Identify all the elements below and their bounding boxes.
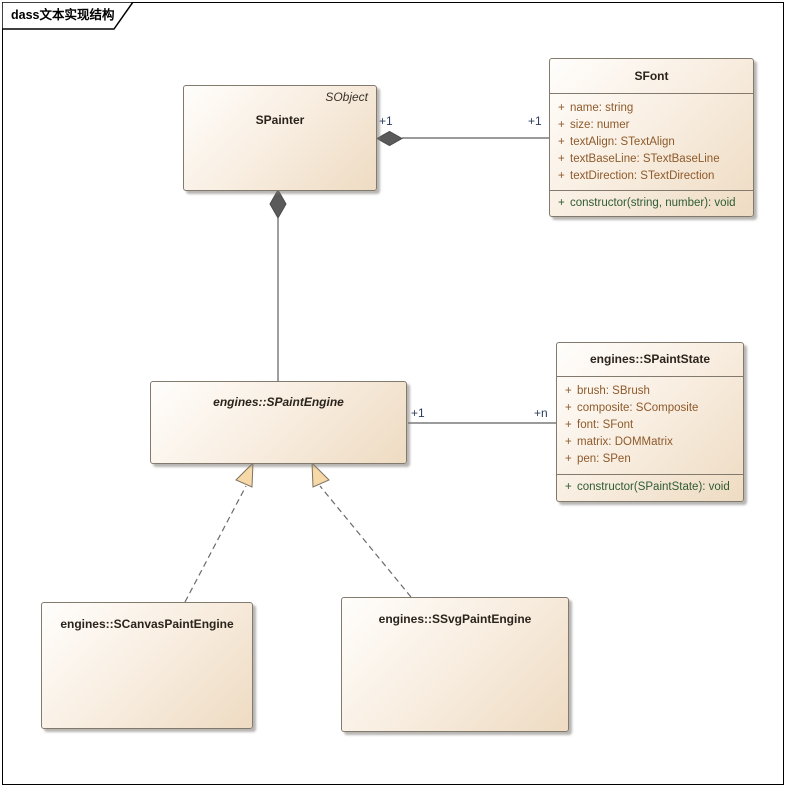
- multiplicity-label: +1: [379, 114, 393, 128]
- composition-connector-spainter-sfont[interactable]: +1 +1: [375, 114, 549, 147]
- class-ssvgpaintengine[interactable]: engines::SSvgPaintEngine: [341, 597, 569, 732]
- class-title: engines::SPaintEngine: [213, 395, 344, 409]
- attribute-row: + textDirection: STextDirection: [550, 168, 753, 185]
- class-spaintengine[interactable]: engines::SPaintEngine: [150, 381, 407, 464]
- attribute-row: + composite: SComposite: [557, 400, 743, 417]
- visibility-marker: +: [565, 453, 572, 465]
- realization-connector-scanvaspaintengine[interactable]: [184, 461, 254, 603]
- realization-connector-ssvgpaintengine[interactable]: [311, 461, 412, 598]
- attribute-text: brush: SBrush: [577, 385, 650, 397]
- attribute-row: + pen: SPen: [557, 451, 743, 468]
- visibility-marker: +: [558, 119, 565, 131]
- attribute-row: + name: string: [550, 100, 753, 117]
- attribute-text: name: string: [570, 102, 634, 114]
- composition-connector-spainter-spaintengine[interactable]: [269, 188, 287, 381]
- attribute-row: + font: SFont: [557, 417, 743, 434]
- attribute-text: textBaseLine: STextBaseLine: [570, 153, 720, 165]
- operations-compartment: + constructor(SPaintState): void: [557, 474, 743, 496]
- operations-compartment: + constructor(string, number): void: [550, 190, 753, 212]
- attribute-text: textDirection: STextDirection: [570, 170, 715, 182]
- attribute-text: textAlign: STextAlign: [570, 136, 675, 148]
- composition-diamond-icon: [375, 130, 404, 147]
- attributes-compartment: + brush: SBrush + composite: SComposite …: [557, 376, 743, 474]
- class-title: engines::SPaintState: [589, 352, 711, 366]
- class-title: SPainter: [255, 113, 305, 127]
- attribute-row: + textAlign: STextAlign: [550, 134, 753, 151]
- visibility-marker: +: [558, 170, 565, 182]
- visibility-marker: +: [565, 419, 572, 431]
- attributes-compartment: + name: string + size: numer + textAlign…: [550, 93, 753, 190]
- diagram-title-tab: dass文本实现结构: [1, 1, 142, 32]
- composition-diamond-icon: [269, 188, 287, 220]
- attribute-text: size: numer: [570, 119, 630, 131]
- class-spaintstate[interactable]: engines::SPaintState + brush: SBrush + c…: [556, 342, 744, 502]
- diagram-title: dass文本实现结构: [11, 8, 115, 22]
- attribute-row: + brush: SBrush: [557, 383, 743, 400]
- multiplicity-label: +n: [534, 406, 548, 420]
- association-connector-spaintengine-spaintstate[interactable]: +1 +n: [408, 406, 556, 424]
- operation-row: + constructor(string, number): void: [550, 195, 753, 212]
- class-title: SFont: [634, 69, 669, 83]
- visibility-marker: +: [558, 153, 565, 165]
- tab-shape: [1, 1, 135, 30]
- visibility-marker: +: [565, 481, 572, 493]
- attribute-row: + size: numer: [550, 117, 753, 134]
- generalization-triangle-icon: [311, 461, 330, 488]
- class-title: engines::SSvgPaintEngine: [378, 612, 532, 626]
- operation-text: constructor(SPaintState): void: [577, 481, 730, 493]
- visibility-marker: +: [558, 102, 565, 114]
- parent-class-label: SObject: [325, 90, 368, 104]
- attribute-row: + matrix: DOMMatrix: [557, 434, 743, 451]
- visibility-marker: +: [558, 197, 565, 209]
- class-title: engines::SCanvasPaintEngine: [60, 617, 234, 631]
- visibility-marker: +: [565, 436, 572, 448]
- visibility-marker: +: [565, 385, 572, 397]
- operation-row: + constructor(SPaintState): void: [557, 479, 743, 496]
- class-sfont[interactable]: SFont + name: string + size: numer + tex…: [549, 58, 754, 217]
- operation-text: constructor(string, number): void: [570, 197, 736, 209]
- class-scanvaspaintengine[interactable]: engines::SCanvasPaintEngine: [41, 602, 253, 729]
- attribute-text: matrix: DOMMatrix: [577, 436, 673, 448]
- diagram-frame: [2, 2, 784, 785]
- attribute-text: pen: SPen: [577, 453, 631, 465]
- visibility-marker: +: [565, 402, 572, 414]
- class-spainter[interactable]: SObject SPainter: [183, 85, 377, 191]
- attribute-text: composite: SComposite: [577, 402, 699, 414]
- multiplicity-label: +1: [528, 114, 542, 128]
- attribute-row: + textBaseLine: STextBaseLine: [550, 151, 753, 168]
- attribute-text: font: SFont: [577, 419, 634, 431]
- generalization-triangle-icon: [235, 461, 254, 488]
- multiplicity-label: +1: [411, 406, 425, 420]
- visibility-marker: +: [558, 136, 565, 148]
